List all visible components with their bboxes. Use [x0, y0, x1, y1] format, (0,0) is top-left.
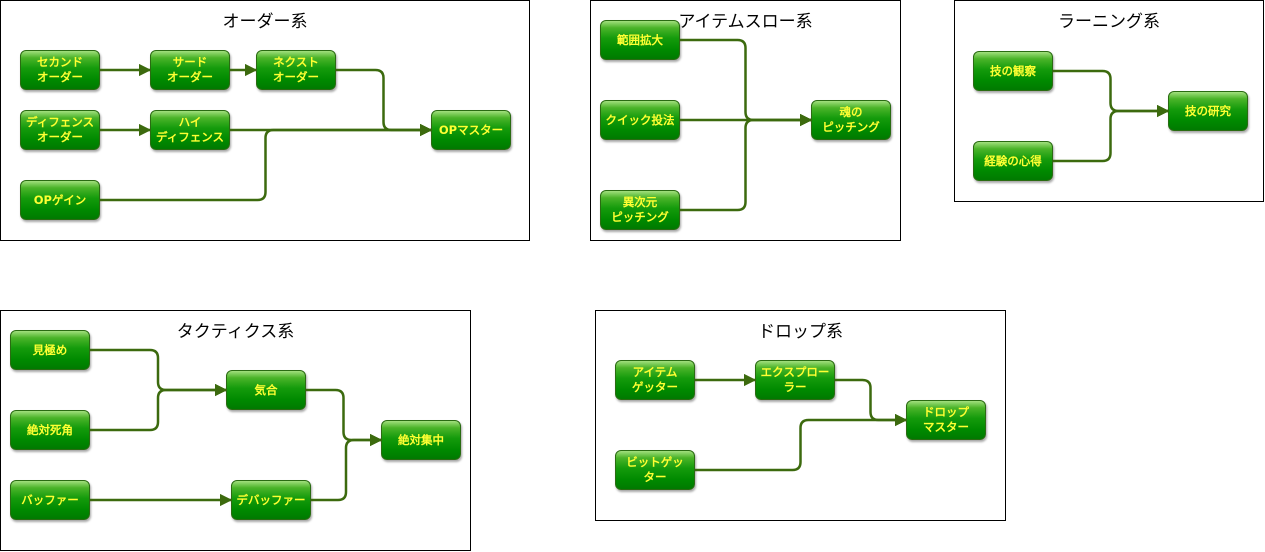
node-kiai[interactable]: 気合: [226, 370, 306, 410]
node-op-gain[interactable]: OPゲイン: [20, 180, 100, 220]
node-next-order[interactable]: ネクスト オーダー: [256, 50, 336, 90]
node-high-defense[interactable]: ハイ ディフェンス: [150, 110, 230, 150]
node-experience[interactable]: 経験の心得: [973, 141, 1053, 181]
node-defense-order[interactable]: ディフェンス オーダー: [20, 110, 100, 150]
node-quick-throw[interactable]: クイック投法: [600, 100, 680, 140]
node-skill-observe[interactable]: 技の観察: [973, 51, 1053, 91]
node-bit-getter[interactable]: ビットゲッ ター: [615, 450, 695, 490]
node-dimension-pitch[interactable]: 異次元 ピッチング: [600, 190, 680, 230]
node-zettai-shuchu[interactable]: 絶対集中: [381, 420, 461, 460]
node-range-expand[interactable]: 範囲拡大: [600, 20, 680, 60]
node-skill-research[interactable]: 技の研究: [1168, 91, 1248, 131]
group-title: タクティクス系: [176, 322, 295, 342]
node-soul-pitch[interactable]: 魂の ピッチング: [811, 100, 891, 140]
node-third-order[interactable]: サード オーダー: [150, 50, 230, 90]
node-explorer[interactable]: エクスプロー ラー: [755, 360, 835, 400]
node-item-getter[interactable]: アイテム ゲッター: [615, 360, 695, 400]
node-op-master[interactable]: OPマスター: [431, 110, 511, 150]
group-title: ドロップ系: [758, 322, 843, 342]
group-title: オーダー系: [222, 12, 308, 32]
group-title: ラーニング系: [1058, 12, 1160, 32]
node-buffer[interactable]: バッファー: [10, 480, 90, 520]
node-drop-master[interactable]: ドロップ マスター: [906, 400, 986, 440]
group-title: アイテムスロー系: [678, 12, 813, 32]
node-mikiwame[interactable]: 見極め: [10, 330, 90, 370]
node-debuffer[interactable]: デバッファー: [231, 480, 311, 520]
node-second-order[interactable]: セカンド オーダー: [20, 50, 100, 90]
node-zettai-shikaku[interactable]: 絶対死角: [10, 410, 90, 450]
